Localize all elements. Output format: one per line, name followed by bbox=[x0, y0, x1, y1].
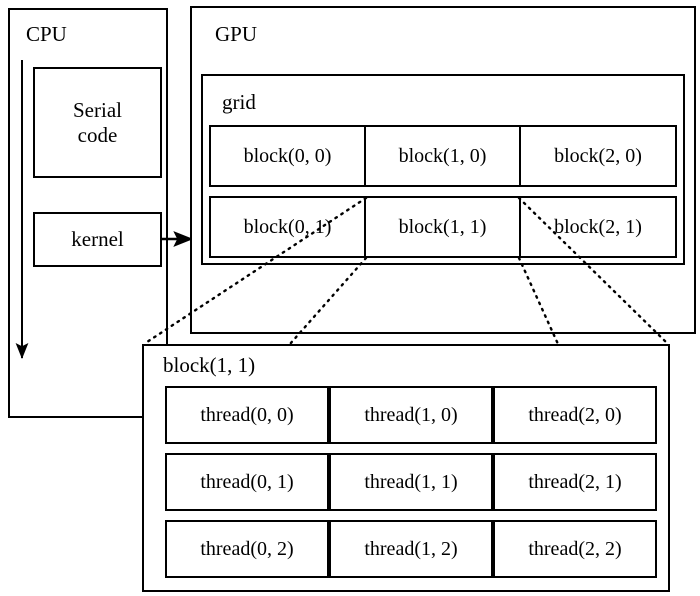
thread-cell[interactable]: thread(1, 2) bbox=[329, 520, 493, 578]
block-detail-box bbox=[142, 344, 670, 592]
cpu-label: CPU bbox=[26, 22, 67, 46]
thread-cell[interactable]: thread(0, 1) bbox=[165, 453, 329, 511]
gpu-label: GPU bbox=[215, 22, 258, 46]
thread-cell[interactable]: thread(2, 2) bbox=[493, 520, 657, 578]
grid-label: grid bbox=[222, 90, 256, 114]
block-cell[interactable]: block(2, 1) bbox=[519, 196, 677, 258]
block-cell-highlighted[interactable]: block(1, 1) bbox=[364, 196, 521, 258]
block-cell[interactable]: block(0, 0) bbox=[209, 125, 366, 187]
thread-cell[interactable]: thread(0, 0) bbox=[165, 386, 329, 444]
block-cell[interactable]: block(1, 0) bbox=[364, 125, 521, 187]
thread-cell[interactable]: thread(2, 0) bbox=[493, 386, 657, 444]
serial-code-box bbox=[33, 67, 162, 178]
kernel-label: kernel bbox=[71, 227, 124, 252]
block-cell[interactable]: block(0, 1) bbox=[209, 196, 366, 258]
thread-cell[interactable]: thread(2, 1) bbox=[493, 453, 657, 511]
thread-cell[interactable]: thread(0, 2) bbox=[165, 520, 329, 578]
thread-cell[interactable]: thread(1, 0) bbox=[329, 386, 493, 444]
block-cell[interactable]: block(2, 0) bbox=[519, 125, 677, 187]
grid-box bbox=[201, 74, 685, 265]
thread-cell[interactable]: thread(1, 1) bbox=[329, 453, 493, 511]
block-detail-label: block(1, 1) bbox=[163, 353, 256, 377]
serial-code-label: Serial code bbox=[73, 98, 122, 147]
